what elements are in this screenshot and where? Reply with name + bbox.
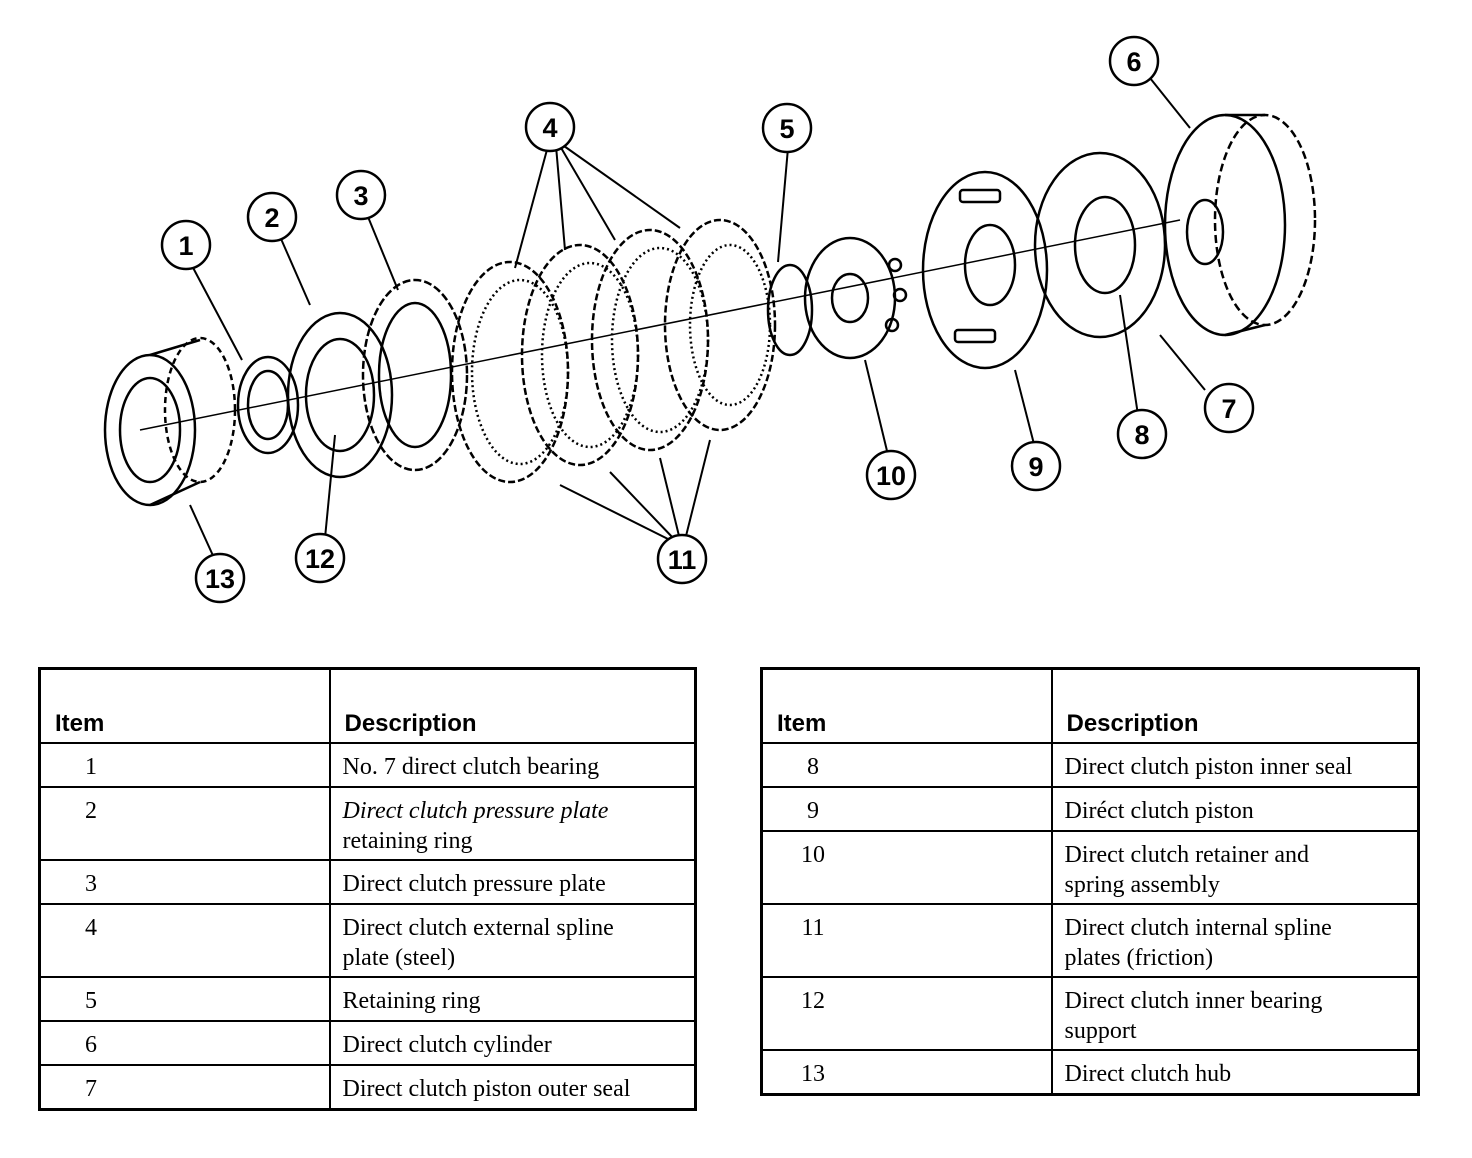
item-description: No. 7 direct clutch bearing — [342, 754, 600, 780]
table-header-row: Item Description — [760, 667, 1420, 744]
item-description: Direct clutch pressure plate — [342, 871, 606, 897]
item-description: Direct clutch hub — [1064, 1061, 1232, 1087]
callout-9-circle — [1010, 440, 1062, 492]
piston-part — [921, 170, 1049, 370]
table-row: 3 Direct clutch pressure plate — [38, 859, 697, 905]
table-row: 1 No. 7 direct clutch bearing — [38, 742, 697, 788]
parts-table-right: Item Description 8 Direct clutch piston … — [760, 667, 1420, 1096]
item-description-line: Direct clutch internal spline — [1064, 915, 1332, 941]
callout-8-circle — [1116, 408, 1168, 460]
item-number: 11 — [801, 915, 825, 941]
item-description-line: Direct clutch inner bearing — [1064, 988, 1323, 1014]
header-description: Description — [328, 667, 697, 744]
item-description-line: spring assembly — [1064, 872, 1220, 898]
item-number: 9 — [807, 798, 819, 824]
callout-3-circle — [335, 169, 387, 221]
table-row: 13 Direct clutch hub — [760, 1049, 1420, 1096]
callout-10-label: 10 — [876, 461, 906, 491]
table-row: 7 Direct clutch piston outer seal — [38, 1064, 697, 1111]
table-row: 11 Direct clutch internal spline plates … — [760, 903, 1420, 978]
callout-6-label: 6 — [1126, 47, 1141, 77]
callout-12-label: 12 — [305, 544, 335, 574]
item-description: Retaining ring — [342, 988, 481, 1014]
callout-8-label: 8 — [1134, 420, 1149, 450]
callout-5-circle — [761, 102, 813, 154]
item-description-line: Direct clutch external spline — [342, 915, 614, 941]
item-description: Diréct clutch piston — [1064, 798, 1254, 824]
callout-13-circle — [194, 552, 246, 604]
callout-10-circle — [865, 449, 917, 501]
parts-table-left: Item Description 1 No. 7 direct clutch b… — [38, 667, 697, 1111]
item-description-line: Direct clutch retainer and — [1064, 842, 1310, 868]
item-description-line: plate (steel) — [342, 945, 456, 971]
item-number: 7 — [85, 1076, 97, 1102]
header-item: Item — [760, 667, 1053, 744]
item-description-line: plates (friction) — [1064, 945, 1214, 971]
retaining-ring-part — [286, 311, 394, 479]
callout-4-label: 4 — [542, 113, 557, 143]
table-row: 8 Direct clutch piston inner seal — [760, 742, 1420, 788]
callout-12-circle — [294, 532, 346, 584]
item-number: 3 — [85, 871, 97, 897]
table-row: 5 Retaining ring — [38, 976, 697, 1022]
callout-2-label: 2 — [264, 203, 279, 233]
item-number: 6 — [85, 1032, 97, 1058]
callout-13-label: 13 — [205, 564, 235, 594]
item-number: 4 — [85, 915, 97, 941]
item-description-line: retaining ring — [342, 828, 473, 854]
callout-2-circle — [246, 191, 298, 243]
table-row: 6 Direct clutch cylinder — [38, 1020, 697, 1066]
table-row: 12 Direct clutch inner bearing support — [760, 976, 1420, 1051]
callout-6-circle — [1108, 35, 1160, 87]
table-row: 9 Diréct clutch piston — [760, 786, 1420, 832]
clutch-plate-stack — [450, 218, 777, 484]
item-number: 5 — [85, 988, 97, 1014]
callout-1-circle — [160, 219, 212, 271]
center-axis — [139, 219, 1181, 431]
direct-clutch-hub-part — [103, 336, 237, 507]
table-row: 4 Direct clutch external spline plate (s… — [38, 903, 697, 978]
header-item: Item — [38, 667, 331, 744]
callout-7-label: 7 — [1221, 394, 1236, 424]
callout-9-label: 9 — [1028, 452, 1043, 482]
callout-4-circle — [524, 101, 576, 153]
header-description: Description — [1050, 667, 1420, 744]
item-description: Direct clutch piston inner seal — [1064, 754, 1353, 780]
inner-seal-part — [1073, 195, 1137, 295]
item-description: Direct clutch cylinder — [342, 1032, 552, 1058]
table-row: 10 Direct clutch retainer and spring ass… — [760, 830, 1420, 905]
item-number: 1 — [85, 754, 97, 780]
item-description-line: support — [1064, 1018, 1137, 1044]
item-number: 2 — [85, 798, 97, 824]
small-retaining-ring-part — [766, 263, 814, 357]
callout-11-circle — [656, 533, 708, 585]
item-number: 12 — [801, 988, 825, 1014]
callout-7-circle — [1203, 382, 1255, 434]
item-number: 10 — [801, 842, 825, 868]
callout-11-label: 11 — [668, 545, 697, 575]
item-description: Direct clutch piston outer seal — [342, 1076, 631, 1102]
table-row: 2 Direct clutch pressure plate retaining… — [38, 786, 697, 861]
item-description-line: Direct clutch pressure plate — [342, 798, 609, 824]
cylinder-part — [1163, 113, 1317, 337]
callout-3-label: 3 — [353, 181, 368, 211]
spring-retainer-part — [803, 236, 908, 360]
item-number: 13 — [801, 1061, 825, 1087]
callout-1-label: 1 — [178, 231, 193, 261]
table-header-row: Item Description — [38, 667, 697, 744]
exploded-view-diagram: 1 2 3 4 5 6 7 8 9 10 11 12 13 — [103, 35, 1317, 604]
item-number: 8 — [807, 754, 819, 780]
callout-5-label: 5 — [779, 114, 794, 144]
